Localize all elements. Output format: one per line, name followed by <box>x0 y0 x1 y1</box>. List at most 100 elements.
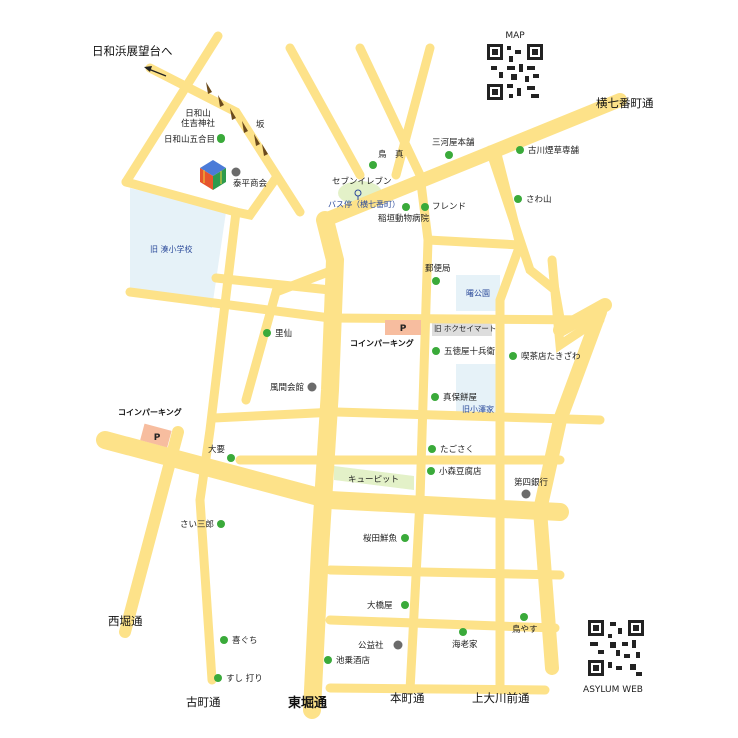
place-takizawa: 喫茶店たきざわ <box>509 351 581 362</box>
place-marker-icon <box>428 445 436 453</box>
place-label: 古川煙草専舗 <box>528 145 580 156</box>
place-inagaki: 稲垣動物病院 <box>378 203 430 224</box>
place-marker-icon <box>520 613 528 621</box>
place-marker-icon <box>401 534 409 542</box>
street-kamiookawamae: 上大川前通 <box>472 691 530 705</box>
slope-arrow-icon <box>218 95 224 107</box>
place-label: 海老家 <box>452 639 478 650</box>
place-label: 桜田鮮魚 <box>363 533 398 544</box>
place-label: 三河屋本舗 <box>432 137 475 148</box>
place-label: フレンド <box>432 202 466 212</box>
place-friend: フレンド <box>421 202 466 212</box>
saka-label: 坂 <box>256 119 265 130</box>
place-label: たごさく <box>440 444 474 455</box>
place-marker-icon <box>521 489 531 499</box>
qr-code-bottom-icon <box>588 620 644 676</box>
old-school-label: 旧 湊小学校 <box>150 244 193 254</box>
place-label: 風間会館 <box>270 382 304 393</box>
place-label: 五徳屋十兵衛 <box>444 346 496 357</box>
place-marker-icon <box>217 520 225 528</box>
parking-west-label: コインパーキング <box>118 407 182 417</box>
parking-west-symbol: P <box>154 433 161 443</box>
place-marker-icon <box>516 146 524 154</box>
place-torishin: 鳥 真 <box>369 149 404 169</box>
place-ebiya: 海老家 <box>452 628 478 650</box>
place-label: 公益社 <box>358 640 384 651</box>
place-marker-icon <box>231 167 241 177</box>
place-marker-icon <box>227 454 235 462</box>
place-furukawa: 古川煙草専舗 <box>516 145 580 156</box>
place-label: 泰平商会 <box>233 178 268 189</box>
parking-west-box <box>140 423 172 448</box>
place-kazama: 風間会館 <box>270 382 317 393</box>
slope-arrow-icon <box>242 121 248 133</box>
place-label: 喫茶店たきざわ <box>521 351 581 362</box>
parking-north-label: コインパーキング <box>350 338 414 348</box>
place-marker-icon <box>393 640 403 650</box>
bus-stop-icon <box>354 189 362 200</box>
place-label: 日和山 <box>185 108 211 119</box>
place-label: 住吉神社 <box>181 118 216 129</box>
place-marker-icon <box>401 601 409 609</box>
street-furumachi: 古町通 <box>186 695 221 709</box>
place-sushi: すし 打り <box>214 673 263 684</box>
place-label: 池乗酒店 <box>336 655 371 666</box>
place-ohashiya: 大橋屋 <box>367 600 409 611</box>
roads-minor <box>121 31 605 695</box>
street-nishibori: 西堀通 <box>108 614 143 628</box>
place-label: 大橋屋 <box>367 600 393 611</box>
roads-major <box>96 93 627 719</box>
direction-arrowhead <box>144 66 152 72</box>
place-marker-icon <box>263 329 271 337</box>
place-marker-icon <box>427 467 435 475</box>
street-higashibori: 東堀通 <box>288 695 327 711</box>
place-label: すし 打り <box>226 673 263 684</box>
place-komori: 小森豆腐店 <box>427 466 482 477</box>
bus-stop-label: バス停（横七番町） <box>328 199 400 209</box>
place-toriyasu: 鳥やす <box>512 613 538 635</box>
place-marker-icon <box>432 277 440 285</box>
place-label: さい三郎 <box>180 519 214 530</box>
place-sato: 里仙 <box>263 328 292 339</box>
place-label: 日和山五合目 <box>164 134 215 145</box>
place-label: 喜ぐち <box>232 635 258 646</box>
place-label: 真保餅屋 <box>443 392 478 403</box>
place-marker-icon <box>459 628 467 636</box>
old-hokusei-label: 旧 ホクセイマート <box>434 324 496 333</box>
qr-code-top-icon <box>487 44 543 100</box>
place-label: 大要 <box>208 444 226 455</box>
map-label: MAP <box>505 31 525 41</box>
hiyoriyama-direction-label: 日和浜展望台へ <box>92 44 173 58</box>
old-house-label: 旧小澤家 <box>462 404 494 414</box>
place-gotokuya: 五徳屋十兵衛 <box>432 346 496 357</box>
place-saisaburo: さい三郎 <box>180 519 225 530</box>
parking-north-symbol: P <box>400 324 407 334</box>
place-tagosaku: たごさく <box>428 444 474 455</box>
place-label: 郵便局 <box>425 263 451 274</box>
old-school-area <box>130 188 226 308</box>
place-marker-icon <box>445 151 453 159</box>
place-marker-icon <box>220 636 228 644</box>
place-ikenoe: 池乗酒店 <box>324 655 371 666</box>
place-taihou: 大要 <box>208 444 235 462</box>
place-marker-icon <box>214 674 222 682</box>
slope-arrows <box>206 82 268 156</box>
landmark-cube-icon <box>200 160 226 190</box>
parking-north-box <box>385 320 421 335</box>
old-house-area <box>456 364 500 418</box>
place-mikawaya: 三河屋本舗 <box>432 137 475 159</box>
place-marker-icon <box>432 347 440 355</box>
place-marker-icon <box>307 382 317 392</box>
place-label: 稲垣動物病院 <box>378 213 430 224</box>
slope-arrow-icon <box>254 134 260 146</box>
place-taihei: 泰平商会 <box>231 167 268 189</box>
street-yokoshichiban: 横七番町通 <box>596 96 654 110</box>
place-label: 小森豆腐店 <box>439 466 482 477</box>
place-sawayama: さわ山 <box>514 194 552 205</box>
place-shinpo: 真保餅屋 <box>431 392 478 403</box>
place-label: 第四銀行 <box>514 477 549 488</box>
place-yoshiguchi: 喜ぐち <box>220 635 258 646</box>
place-post: 郵便局 <box>425 263 451 285</box>
